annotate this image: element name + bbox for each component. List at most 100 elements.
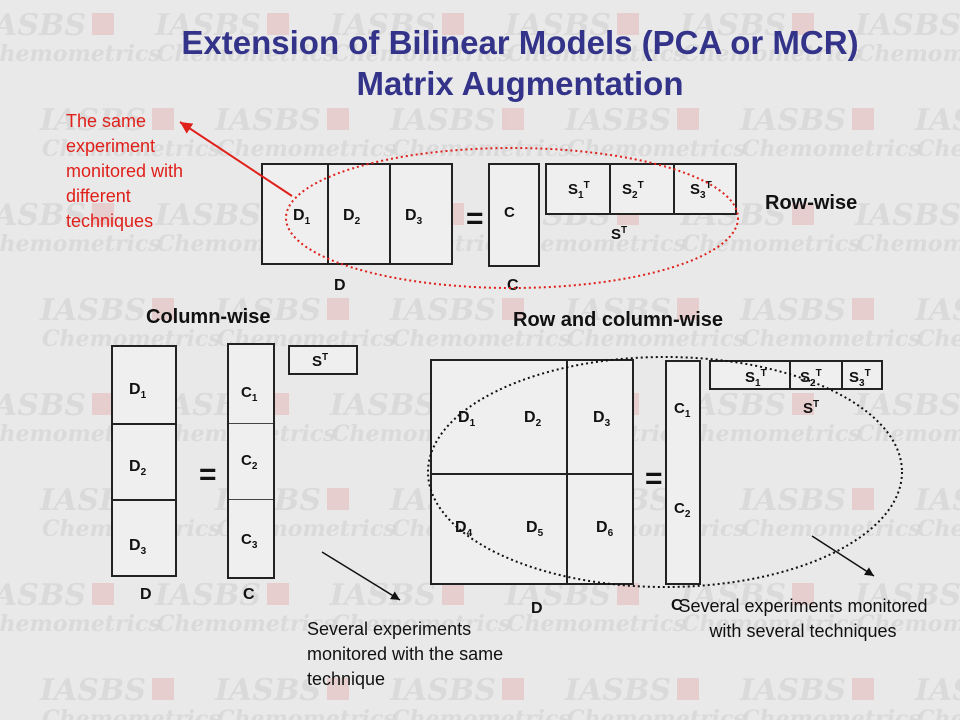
svg-text:Chemometrics: Chemometrics: [857, 421, 960, 447]
rowcol-s2t: S2T: [800, 368, 822, 389]
svg-text:Chemometrics: Chemometrics: [682, 611, 861, 637]
rowwise-s1t: S1T: [568, 180, 590, 201]
svg-text:Chemometrics: Chemometrics: [157, 611, 336, 637]
rowcol-c-label: C: [671, 597, 683, 614]
svg-text:Chemometrics: Chemometrics: [0, 611, 161, 637]
columnwise-s-matrix: [288, 345, 358, 375]
svg-text:IASBS: IASBS: [214, 293, 321, 328]
columnwise-equals: =: [199, 458, 217, 491]
columnwise-d-label: D: [140, 586, 152, 603]
rowwise-c-cell: C: [504, 204, 515, 221]
rowcol-d3: D3: [593, 409, 611, 430]
columnwise-c-label: C: [243, 586, 255, 603]
svg-text:Chemometrics: Chemometrics: [857, 41, 960, 67]
svg-text:Chemometrics: Chemometrics: [567, 136, 746, 162]
svg-text:Chemometrics: Chemometrics: [917, 516, 960, 542]
rowcol-c2: C2: [674, 500, 691, 520]
svg-text:Chemometrics: Chemometrics: [567, 326, 746, 352]
columnwise-c-matrix: [227, 343, 275, 579]
columnwise-c2: C2: [241, 452, 258, 472]
title-line-2: Matrix Augmentation: [356, 65, 684, 102]
svg-text:IASBS: IASBS: [154, 8, 261, 43]
svg-text:IASBS: IASBS: [0, 388, 86, 423]
rowwise-st-label: ST: [611, 225, 628, 243]
svg-text:IASBS: IASBS: [214, 673, 321, 708]
svg-text:IASBS: IASBS: [154, 198, 261, 233]
svg-text:Chemometrics: Chemometrics: [917, 326, 960, 352]
rowcol-c1: C1: [674, 400, 691, 420]
svg-text:Chemometrics: Chemometrics: [392, 326, 571, 352]
svg-text:IASBS: IASBS: [154, 578, 261, 613]
rowcol-s1t: S1T: [745, 368, 767, 389]
svg-text:IASBS: IASBS: [914, 673, 960, 708]
svg-text:Chemometrics: Chemometrics: [507, 41, 686, 67]
rowwise-d-label: D: [334, 277, 346, 294]
svg-text:IASBS: IASBS: [564, 293, 671, 328]
svg-text:Chemometrics: Chemometrics: [217, 706, 396, 720]
svg-text:IASBS: IASBS: [389, 103, 496, 138]
svg-text:IASBS: IASBS: [389, 293, 496, 328]
svg-text:IASBS: IASBS: [679, 8, 786, 43]
rowcol-d5: D5: [526, 519, 544, 540]
columnwise-note: Several experiments monitored with the s…: [307, 619, 504, 689]
columnwise-d-matrix: [111, 345, 177, 577]
columnwise-st: ST: [312, 352, 329, 370]
svg-text:Chemometrics: Chemometrics: [682, 231, 861, 257]
svg-text:Chemometrics: Chemometrics: [917, 706, 960, 720]
svg-text:Chemometrics: Chemometrics: [682, 421, 861, 447]
rowcol-st-label: ST: [803, 399, 820, 417]
svg-text:Chemometrics: Chemometrics: [507, 611, 686, 637]
rowcol-note: Several experiments monitored with sever…: [678, 596, 928, 641]
columnwise-d2: D2: [129, 458, 147, 479]
svg-text:Chemometrics: Chemometrics: [392, 706, 571, 720]
svg-text:Chemometrics: Chemometrics: [157, 41, 336, 67]
svg-text:IASBS: IASBS: [0, 578, 86, 613]
svg-text:IASBS: IASBS: [329, 578, 436, 613]
svg-text:IASBS: IASBS: [389, 673, 496, 708]
red-annotation: The same experiment monitored with diffe…: [66, 111, 184, 231]
rowwise-s2t: S2T: [622, 180, 644, 201]
rowwise-d2: D2: [343, 207, 361, 228]
svg-text:IASBS: IASBS: [329, 388, 436, 423]
svg-text:Chemometrics: Chemometrics: [857, 611, 960, 637]
slide-title: Extension of Bilinear Models (PCA or MCR…: [0, 22, 960, 104]
columnwise-heading: Column-wise: [146, 306, 271, 328]
title-line-1: Extension of Bilinear Models (PCA or MCR…: [181, 24, 859, 61]
svg-text:Chemometrics: Chemometrics: [742, 136, 921, 162]
svg-text:IASBS: IASBS: [39, 103, 146, 138]
svg-text:Chemometrics: Chemometrics: [332, 611, 511, 637]
svg-text:IASBS: IASBS: [39, 673, 146, 708]
rowcol-d-label: D: [531, 600, 543, 617]
svg-text:Chemometrics: Chemometrics: [217, 136, 396, 162]
svg-text:IASBS: IASBS: [854, 198, 960, 233]
rowwise-s3t: S3T: [690, 180, 712, 201]
rowcol-d2: D2: [524, 409, 542, 430]
rowcol-d-matrix: [430, 359, 634, 585]
columnwise-c1: C1: [241, 384, 258, 404]
svg-text:IASBS: IASBS: [564, 103, 671, 138]
rowcol-heading: Row and column-wise: [513, 309, 724, 331]
rowcol-d6: D6: [596, 519, 614, 540]
svg-text:IASBS: IASBS: [854, 388, 960, 423]
